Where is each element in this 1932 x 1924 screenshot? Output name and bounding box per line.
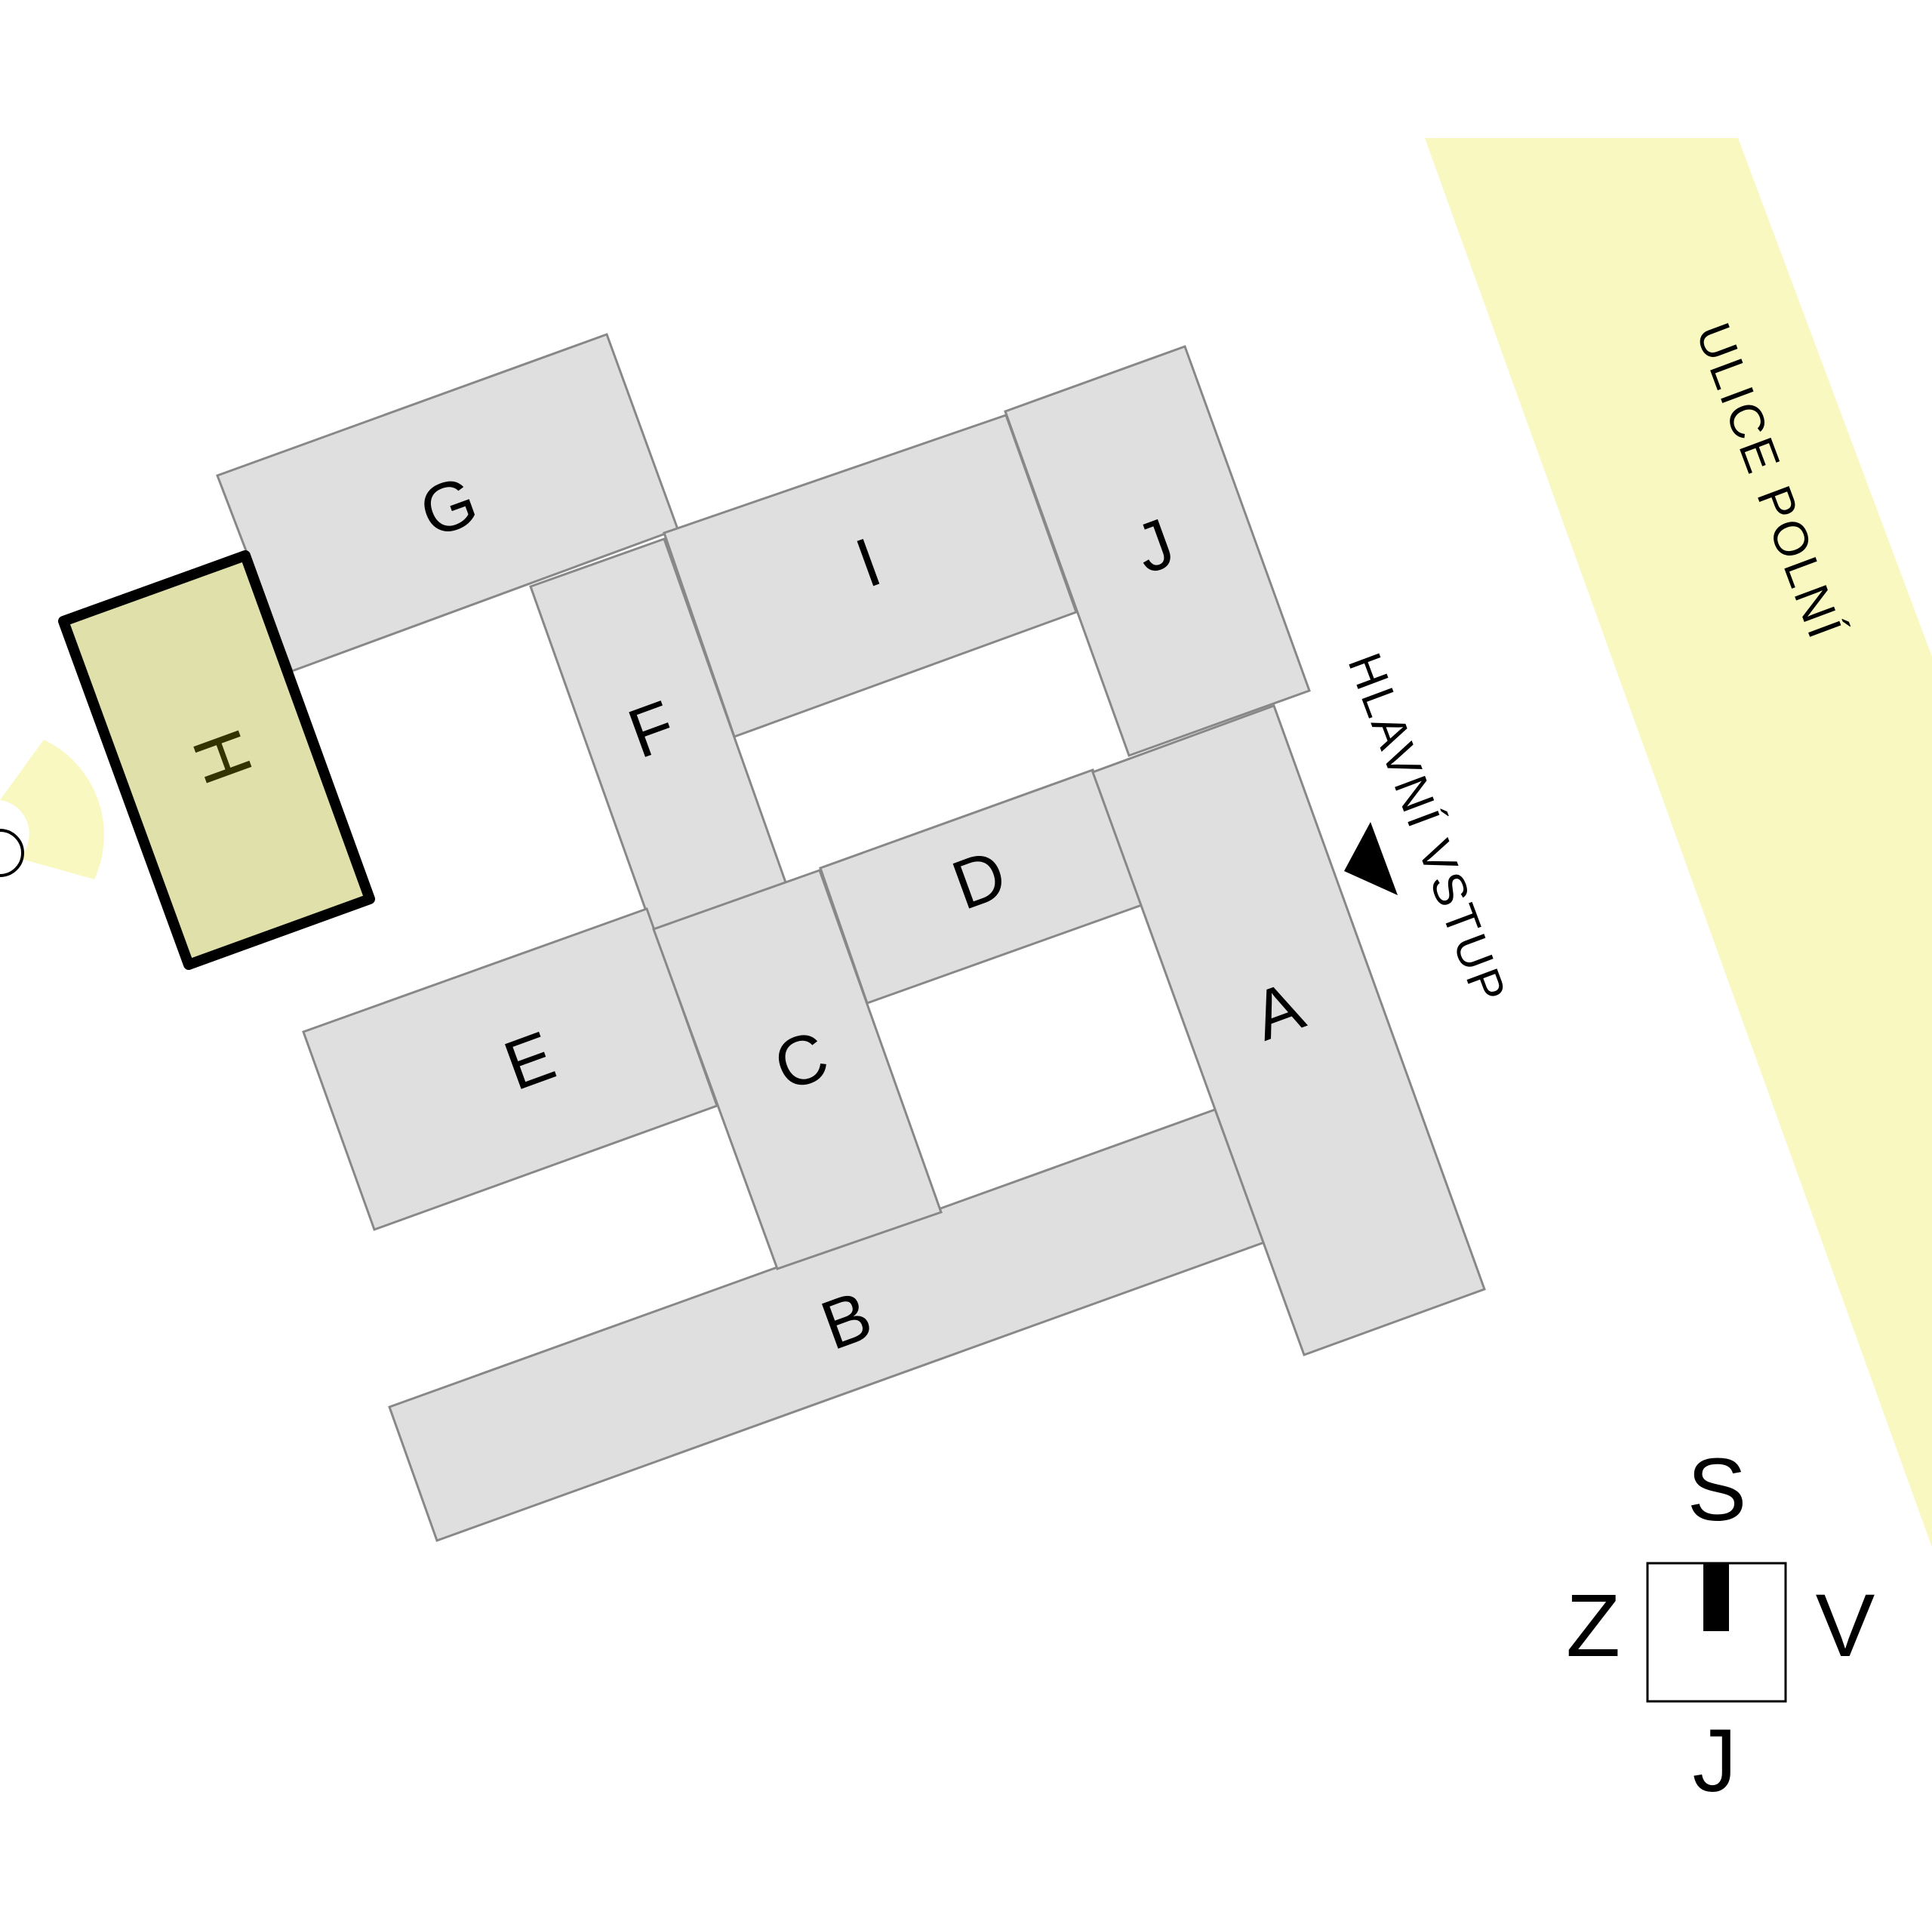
north-arrow-icon: [1703, 1563, 1729, 1631]
building-b[interactable]: B: [388, 1108, 1266, 1542]
building-a[interactable]: A: [1091, 704, 1486, 1356]
building-c[interactable]: C: [652, 869, 943, 1270]
building-e[interactable]: E: [302, 907, 718, 1231]
building-j[interactable]: J: [1004, 345, 1311, 757]
street-ulice-polni: [1425, 138, 1932, 1547]
compass-west-label: Z: [1566, 1576, 1620, 1676]
triangle-arrow-icon: [1344, 822, 1398, 895]
building-h-highlighted[interactable]: H: [58, 550, 375, 970]
compass-north-label: S: [1687, 1440, 1747, 1540]
compass: S J Z V: [1566, 1440, 1875, 1811]
building-d[interactable]: D: [819, 768, 1143, 1005]
view-cone-edge: [0, 829, 24, 877]
compass-south-label: J: [1693, 1711, 1737, 1811]
building-f[interactable]: F: [529, 537, 787, 931]
compass-east-label: V: [1816, 1576, 1875, 1676]
building-i[interactable]: I: [663, 414, 1078, 738]
view-cone-icon: [0, 740, 104, 879]
